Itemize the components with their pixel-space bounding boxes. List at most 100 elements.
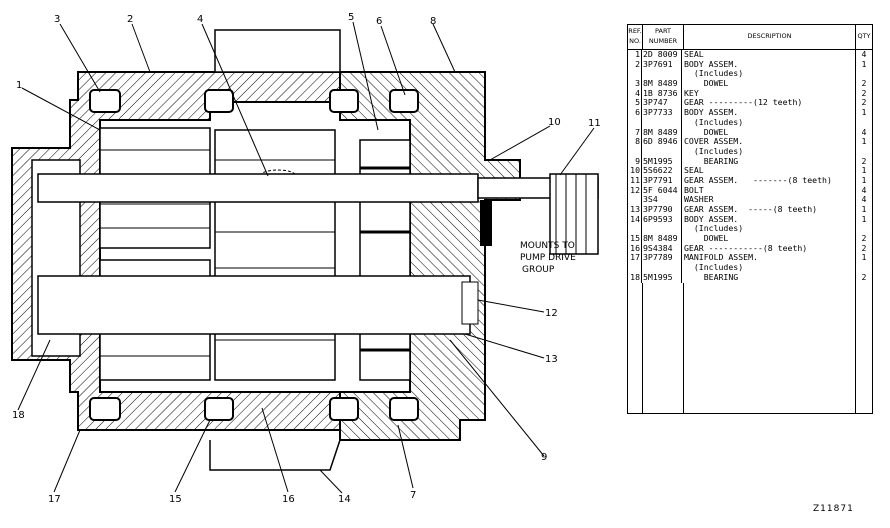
- row-ref-no: 15: [628, 233, 642, 244]
- row-description: DOWEL: [682, 127, 856, 138]
- gear-center: [214, 129, 336, 381]
- row-qty: 1: [861, 165, 867, 176]
- row-description: DOWEL: [682, 79, 856, 89]
- leader-lines: [17, 21, 595, 494]
- callout-11: 11: [588, 118, 600, 129]
- callout-8: 8: [430, 16, 436, 27]
- parts-list-header: REF. NO. PART NUMBER DESCRIPTION QTY: [628, 25, 872, 50]
- mounts-note: MOUNTS TO PUMP DRIVE GROUP: [520, 241, 576, 275]
- parts-list-row: (Includes): [628, 224, 872, 235]
- row-qty: 4: [861, 194, 867, 205]
- row-ref-no: [628, 117, 642, 128]
- row-ref-no: 7: [628, 127, 642, 138]
- row-description: GEAR ---------(12 teeth): [682, 98, 856, 109]
- shaft-lower: [37, 275, 479, 335]
- drive-shaft-upper: [37, 173, 599, 255]
- row-ref-no: 18: [628, 272, 642, 283]
- row-qty: 1: [861, 58, 867, 69]
- callout-3: 3: [54, 14, 60, 25]
- callout-4: 4: [197, 14, 203, 25]
- header-qty: QTY: [857, 32, 871, 41]
- callout-17: 17: [48, 494, 61, 505]
- row-ref-no: 2: [628, 59, 642, 70]
- row-part-number: 1B 8736: [642, 88, 682, 99]
- row-ref-no: 5: [628, 98, 642, 109]
- row-ref-no: 13: [628, 204, 642, 215]
- row-qty: 4: [861, 184, 867, 195]
- row-qty: 4: [861, 49, 867, 59]
- parts-list-blank-area: [628, 282, 872, 413]
- parts-list-row: (Includes): [628, 117, 872, 128]
- row-part-number: 8M 8489: [642, 127, 682, 138]
- pump-cross-section-drawing: 1 2 3 4 5 6 8 10 11 12 13 9 7 14 16 15 1…: [11, 12, 600, 505]
- row-description: (Includes): [682, 117, 856, 128]
- row-ref-no: 14: [628, 214, 642, 225]
- callout-13: 13: [545, 354, 558, 365]
- row-qty: 1: [861, 107, 867, 118]
- row-description: GEAR -----------(8 teeth): [682, 243, 856, 254]
- row-description: (Includes): [682, 146, 856, 157]
- row-ref-no: 16: [628, 243, 642, 254]
- row-description: GEAR ASSEM. -------(8 teeth): [682, 175, 856, 186]
- row-part-number: 3P747: [642, 98, 682, 109]
- row-qty: 1: [861, 213, 867, 224]
- parts-list-row: (Includes): [628, 146, 872, 157]
- row-qty: 4: [861, 126, 867, 137]
- row-part-number: 9S4384: [642, 243, 682, 254]
- row-ref-no: 17: [628, 253, 642, 264]
- row-description: BEARING: [682, 156, 856, 167]
- row-description: DOWEL: [682, 234, 856, 244]
- header-part-number: PART NUMBER: [643, 25, 684, 49]
- mounts-note-line-2: PUMP DRIVE: [520, 253, 576, 263]
- row-description: (Includes): [682, 69, 856, 80]
- row-description: BODY ASSEM.: [682, 214, 856, 225]
- row-description: (Includes): [682, 263, 856, 273]
- row-qty: 2: [861, 233, 867, 244]
- row-part-number: 6P9593: [642, 214, 682, 225]
- row-ref-no: 11: [628, 175, 642, 186]
- row-description: BODY ASSEM.: [682, 108, 856, 118]
- row-part-number: 2D 8009: [642, 50, 682, 60]
- row-part-number: 8M 8489: [642, 234, 682, 244]
- row-description: KEY: [682, 88, 856, 99]
- row-part-number: 3P7790: [642, 205, 682, 215]
- dowel-pins: [89, 89, 419, 421]
- row-part-number: [642, 117, 682, 128]
- callout-10: 10: [548, 117, 561, 128]
- parts-list-row: (Includes): [628, 69, 872, 80]
- row-qty: 1: [861, 174, 867, 185]
- row-part-number: 6D 8946: [642, 137, 682, 147]
- row-description: COVER ASSEM.: [682, 137, 856, 147]
- callout-12: 12: [545, 308, 558, 319]
- row-part-number: 3S4: [642, 195, 682, 205]
- callout-7: 7: [410, 490, 416, 501]
- row-part-number: [642, 224, 682, 235]
- callout-9: 9: [541, 452, 547, 463]
- row-ref-no: 6: [628, 107, 642, 118]
- row-part-number: 3P7789: [642, 253, 682, 264]
- row-qty: 1: [861, 204, 867, 214]
- row-part-number: 5M1995: [642, 272, 682, 283]
- callout-16: 16: [282, 494, 295, 505]
- row-description: BODY ASSEM.: [682, 59, 856, 70]
- row-qty: 2: [861, 78, 867, 89]
- header-ref-no: REF. NO.: [628, 25, 643, 49]
- row-ref-no: [628, 195, 642, 205]
- row-qty: 2: [861, 242, 867, 253]
- row-description: WASHER: [682, 195, 856, 205]
- row-description: MANIFOLD ASSEM.: [682, 253, 856, 264]
- row-ref-no: 3: [628, 78, 642, 89]
